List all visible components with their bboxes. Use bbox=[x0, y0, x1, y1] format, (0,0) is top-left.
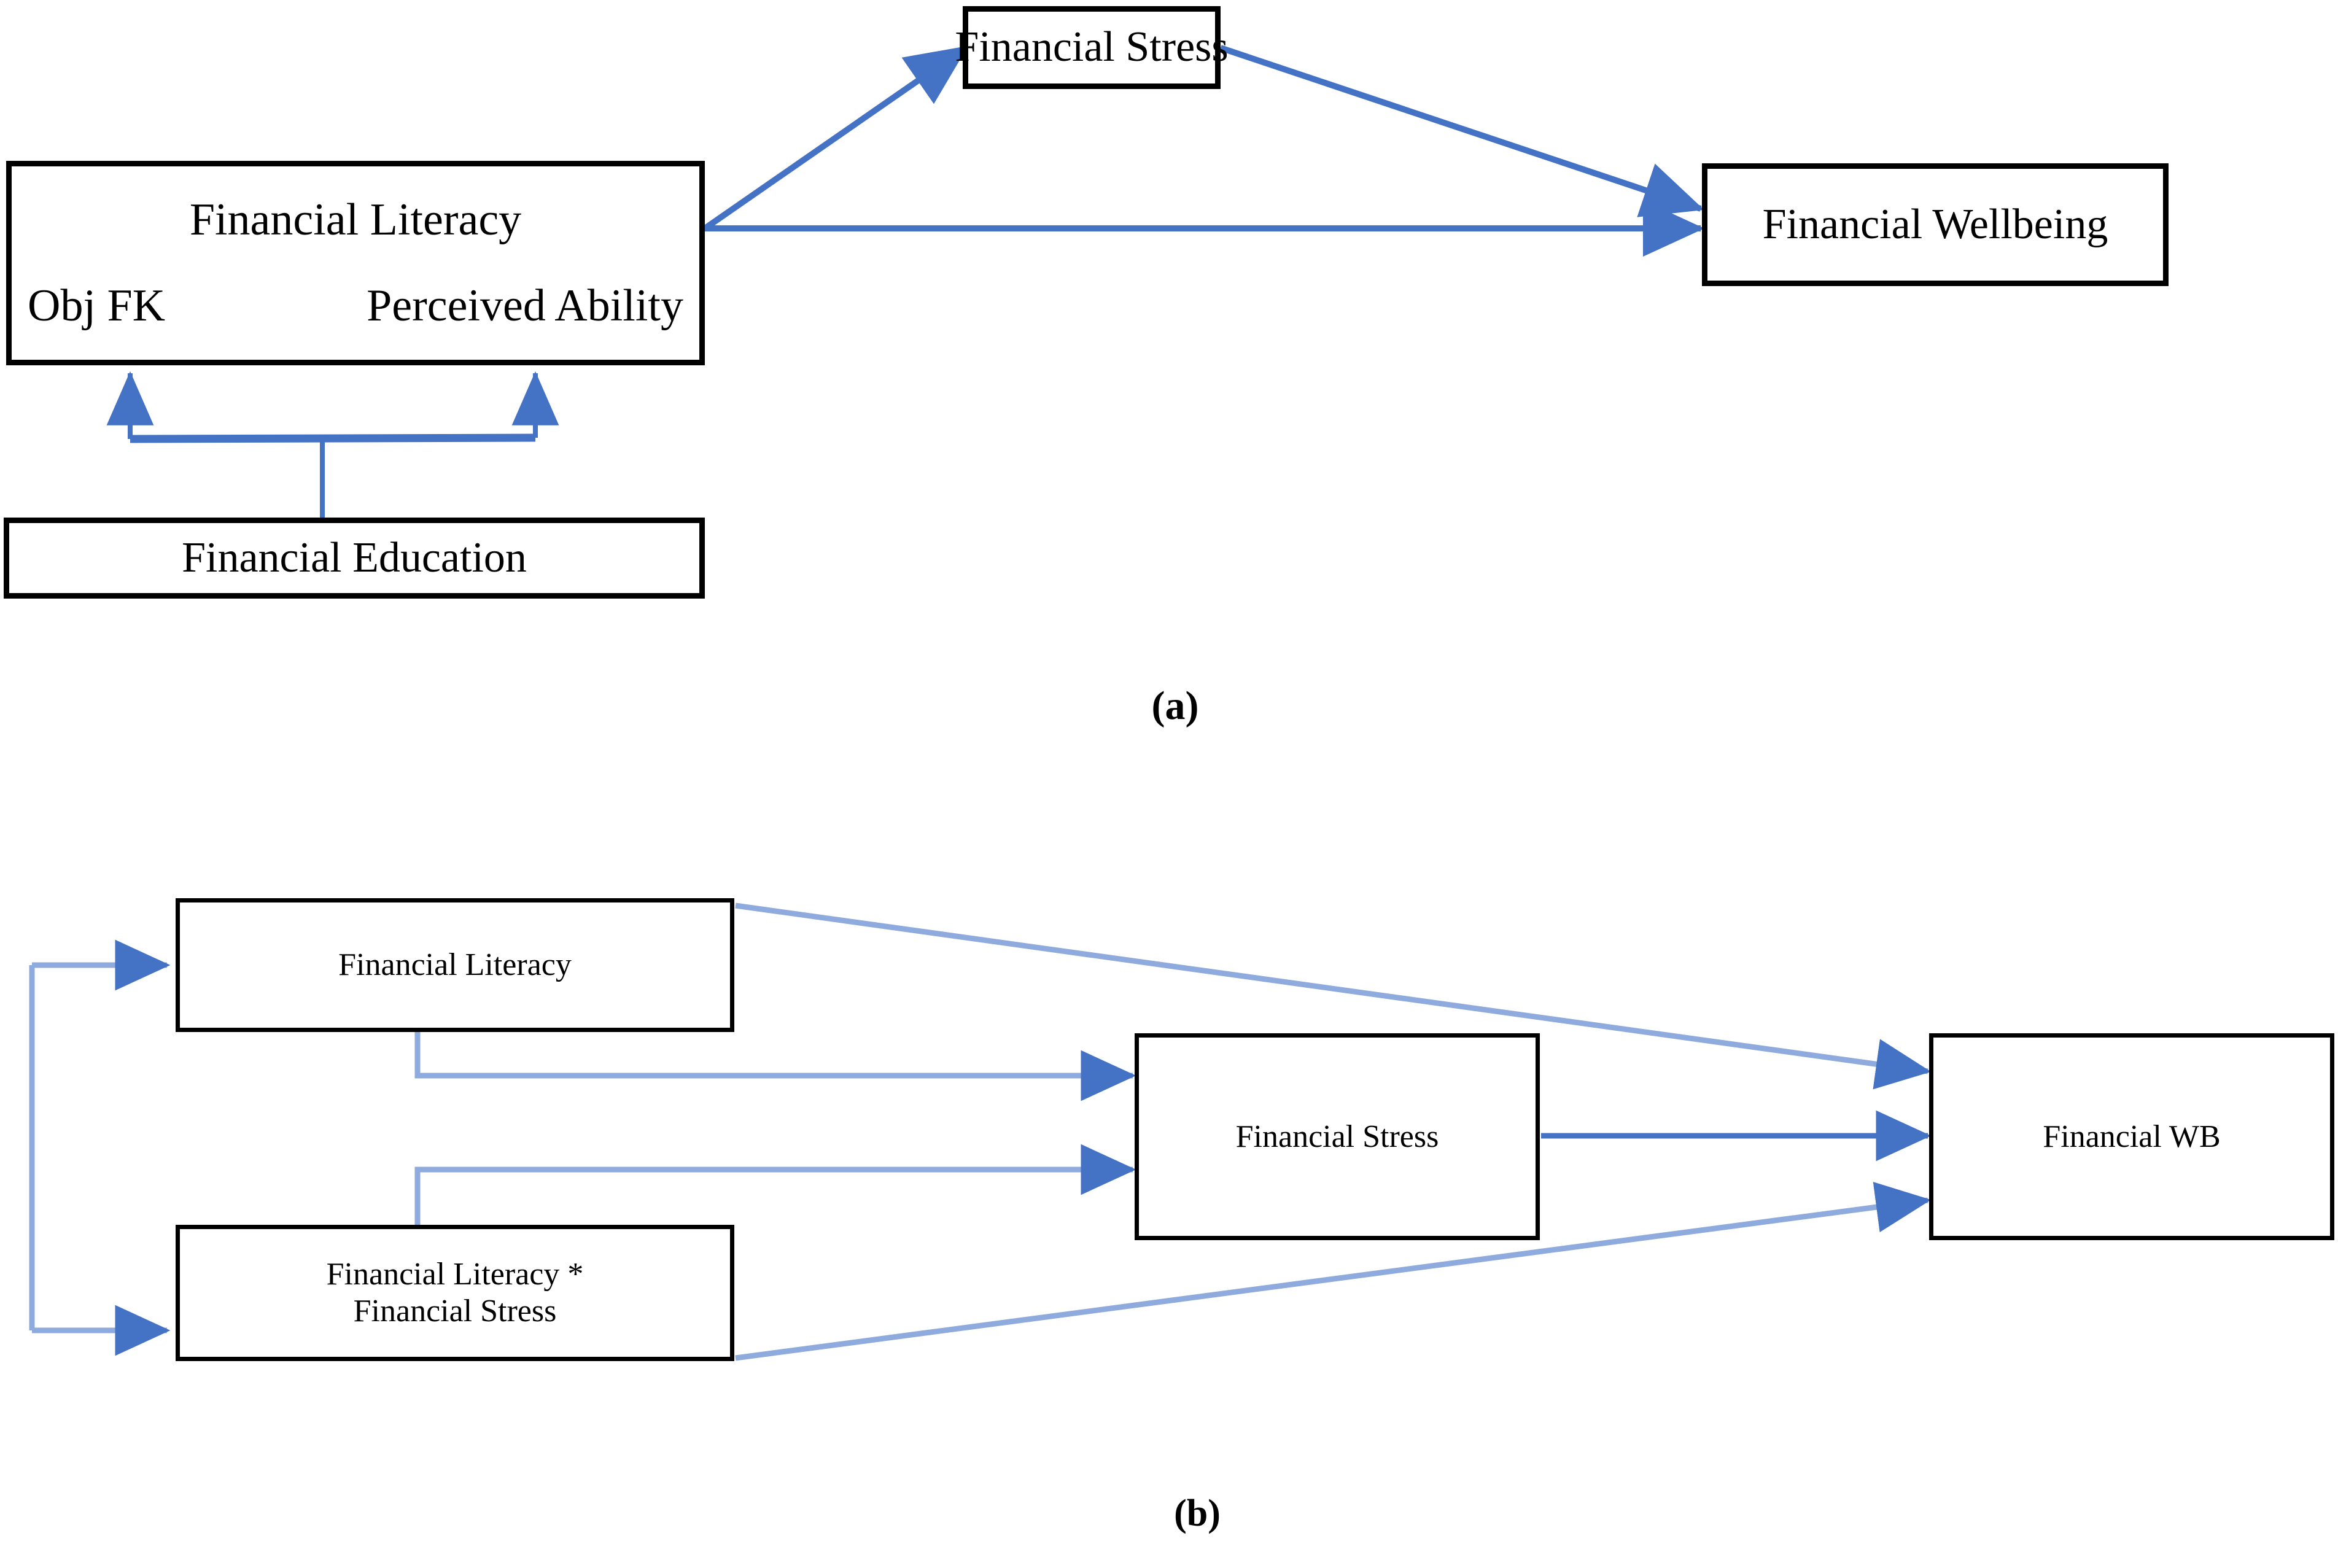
node-label-financial-literacy-b: Financial Literacy bbox=[338, 947, 572, 983]
node-financial-stress-a[interactable]: Financial Stress bbox=[955, 6, 1229, 89]
sub-label-perceived-ability: Perceived Ability bbox=[367, 280, 683, 331]
edge-int-to-fs-b bbox=[414, 1144, 1136, 1225]
edge-fs-to-fwb-a bbox=[1219, 45, 1704, 217]
edge-fl-to-fs-b bbox=[414, 1031, 1136, 1101]
node-label-financial-stress-b: Financial Stress bbox=[1235, 1119, 1439, 1154]
node-financial-education-a[interactable]: Financial Education bbox=[4, 518, 705, 599]
node-financial-literacy-a[interactable]: Financial Literacy Obj FK Perceived Abil… bbox=[6, 161, 705, 365]
node-label-financial-wellbeing-a: Financial Wellbeing bbox=[1762, 200, 2108, 248]
node-financial-wellbeing-a[interactable]: Financial Wellbeing bbox=[1702, 163, 2169, 286]
node-label-financial-literacy-a: Financial Literacy bbox=[189, 195, 522, 246]
node-financial-wb-b[interactable]: Financial WB bbox=[1929, 1033, 2334, 1240]
panel-caption-a: (a) bbox=[1151, 683, 1199, 728]
edge-fl-to-fwb-b bbox=[735, 902, 1932, 1090]
node-label-interaction-line1: Financial Literacy * bbox=[326, 1257, 584, 1292]
node-financial-literacy-b[interactable]: Financial Literacy bbox=[176, 898, 734, 1032]
edge-fe-to-fl-a bbox=[106, 371, 559, 519]
node-interaction-term-b[interactable]: Financial Literacy * Financial Stress bbox=[176, 1225, 734, 1361]
edge-int-to-fwb-b bbox=[735, 1182, 1932, 1361]
node-label-interaction-line2: Financial Stress bbox=[353, 1294, 557, 1329]
edge-left-c-bracket-b bbox=[29, 939, 171, 1356]
sub-label-obj-fk: Obj FK bbox=[28, 280, 166, 331]
node-label-financial-wb-b: Financial WB bbox=[2043, 1119, 2221, 1154]
node-label-financial-education-a: Financial Education bbox=[182, 534, 527, 581]
node-financial-stress-b[interactable]: Financial Stress bbox=[1135, 1033, 1540, 1240]
edge-fl-to-fs-a bbox=[703, 45, 968, 231]
sub-construct-row-a: Obj FK Perceived Ability bbox=[12, 280, 699, 332]
panel-caption-b: (b) bbox=[1174, 1492, 1221, 1534]
node-label-financial-stress-a: Financial Stress bbox=[955, 23, 1229, 71]
